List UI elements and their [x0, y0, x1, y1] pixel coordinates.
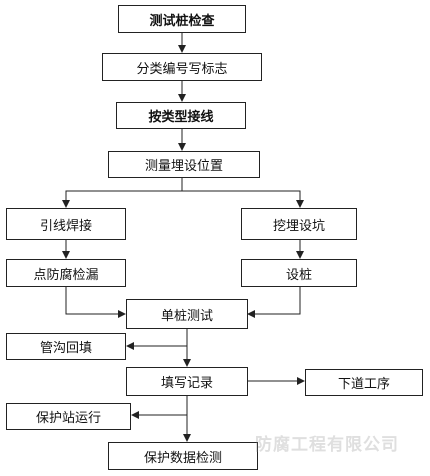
node-pile-check: 测试桩检查	[118, 5, 246, 33]
node-data-check: 保护数据检测	[108, 442, 258, 470]
arrow-anticorrosion-to-test	[65, 287, 126, 318]
node-dig-pit: 挖埋设坑	[241, 208, 357, 240]
split-line	[62, 178, 183, 208]
node-set-pile: 设桩	[241, 259, 357, 287]
arrow-test-to-backfill	[126, 329, 188, 350]
node-fill-record: 填写记录	[126, 367, 248, 396]
split-line-right	[182, 190, 304, 208]
node-classify: 分类编号写标志	[102, 53, 262, 81]
node-protect-station: 保护站运行	[6, 403, 131, 430]
node-wiring: 按类型接线	[116, 102, 246, 129]
node-backfill: 管沟回填	[6, 333, 126, 360]
arrow-set-to-test	[247, 287, 301, 318]
node-anticorrosion-check: 点防腐检漏	[6, 259, 126, 287]
node-measure-position: 测量埋设位置	[108, 151, 260, 178]
watermark: 防腐工程有限公司	[255, 435, 399, 455]
arrow-record-to-station	[131, 396, 188, 419]
node-lead-welding: 引线焊接	[6, 208, 126, 240]
node-next-process: 下道工序	[305, 369, 423, 396]
node-single-pile-test: 单桩测试	[126, 299, 248, 329]
